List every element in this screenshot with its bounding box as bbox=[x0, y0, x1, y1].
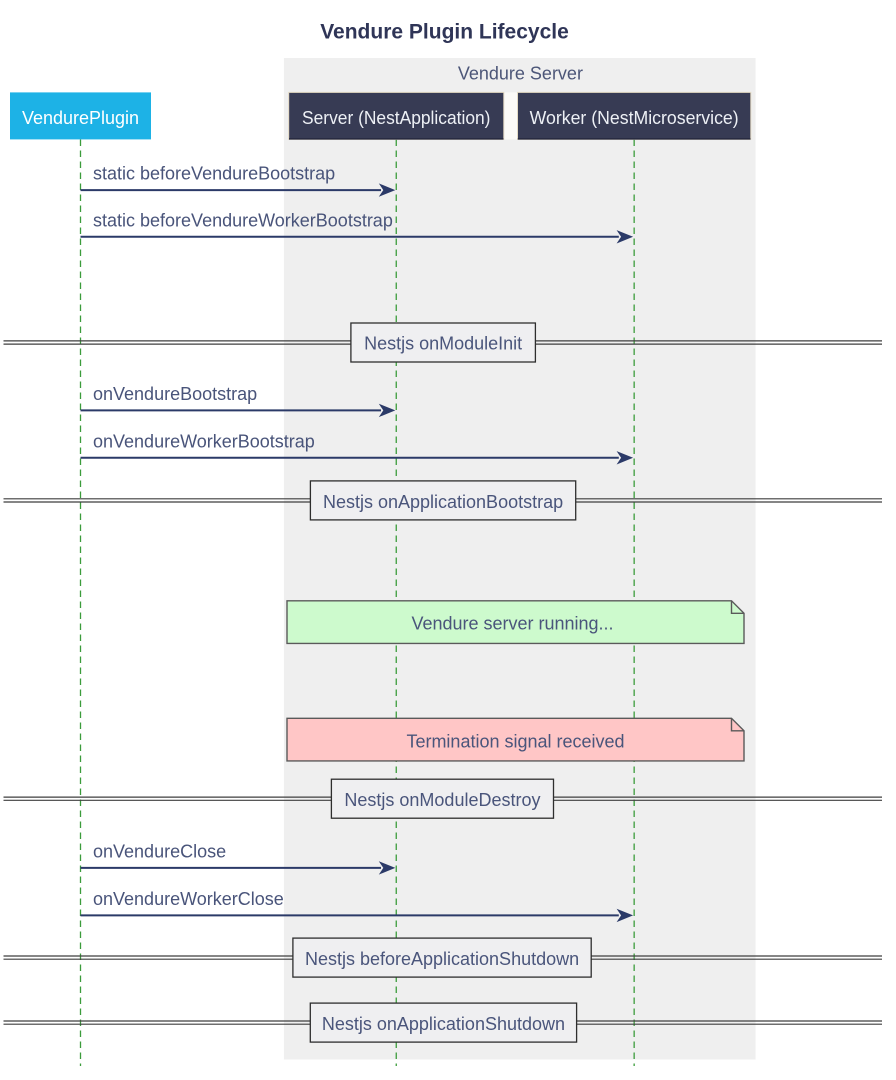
svg-text:onVendureWorkerBootstrap: onVendureWorkerBootstrap bbox=[93, 431, 315, 451]
svg-text:Nestjs onApplicationBootstrap: Nestjs onApplicationBootstrap bbox=[323, 492, 563, 512]
svg-text:Nestjs onModuleInit: Nestjs onModuleInit bbox=[364, 334, 522, 354]
svg-text:Server (NestApplication): Server (NestApplication) bbox=[302, 108, 490, 128]
svg-text:Vendure Plugin Lifecycle: Vendure Plugin Lifecycle bbox=[320, 20, 569, 43]
svg-text:static beforeVendureBootstrap: static beforeVendureBootstrap bbox=[93, 164, 335, 184]
svg-text:onVendureBootstrap: onVendureBootstrap bbox=[93, 384, 257, 404]
svg-text:Worker (NestMicroservice): Worker (NestMicroservice) bbox=[530, 108, 739, 128]
svg-text:Vendure server running...: Vendure server running... bbox=[411, 613, 613, 633]
svg-text:Termination signal received: Termination signal received bbox=[406, 731, 624, 751]
svg-text:onVendureClose: onVendureClose bbox=[93, 842, 226, 862]
svg-text:Vendure Server: Vendure Server bbox=[458, 64, 583, 84]
svg-text:static beforeVendureWorkerBoot: static beforeVendureWorkerBootstrap bbox=[93, 210, 393, 230]
svg-text:VendurePlugin: VendurePlugin bbox=[22, 108, 139, 128]
svg-text:Nestjs onApplicationShutdown: Nestjs onApplicationShutdown bbox=[322, 1014, 565, 1034]
svg-text:Nestjs onModuleDestroy: Nestjs onModuleDestroy bbox=[344, 790, 540, 810]
svg-text:onVendureWorkerClose: onVendureWorkerClose bbox=[93, 889, 284, 909]
svg-text:Nestjs beforeApplicationShutdo: Nestjs beforeApplicationShutdown bbox=[305, 949, 579, 969]
